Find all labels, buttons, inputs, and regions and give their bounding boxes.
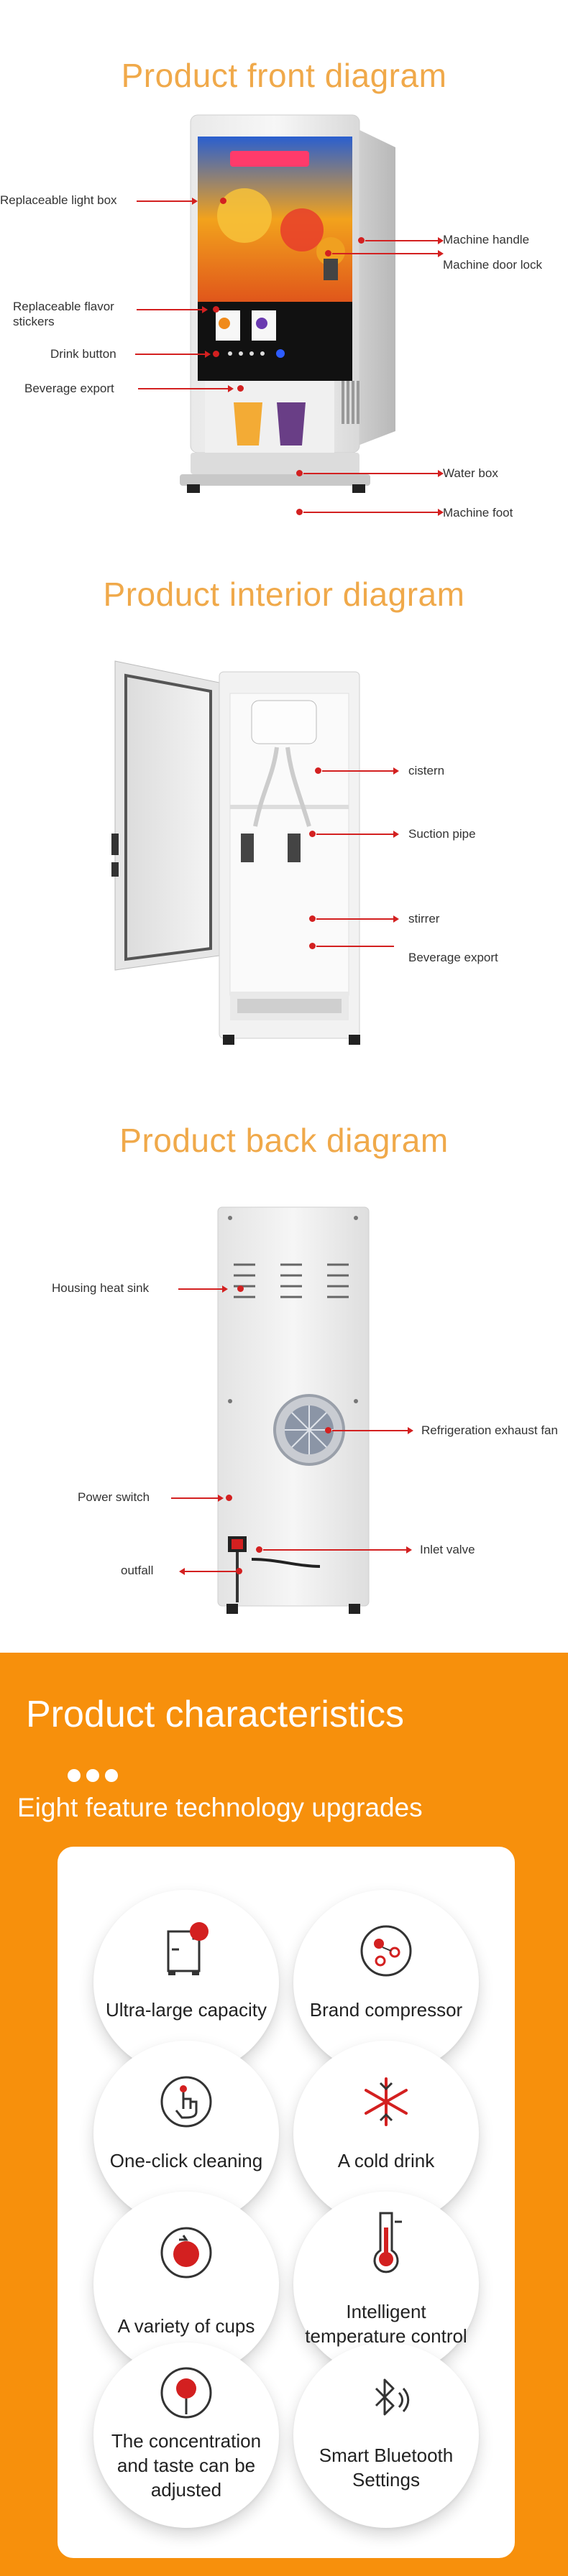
- dot-inlet-valve: [256, 1546, 262, 1553]
- front-diagram-section: Product front diagram Replaceable ligh: [0, 0, 568, 546]
- label-drink-button: Drink button: [50, 347, 116, 361]
- label-heat-sink: Housing heat sink: [52, 1281, 150, 1295]
- back-machine-illustration: [217, 1206, 370, 1614]
- back-diagram-title: Product back diagram: [119, 1122, 449, 1159]
- dot-cistern: [315, 767, 321, 774]
- dot-suction-pipe: [309, 831, 316, 837]
- feature-cold-drink: A cold drink: [293, 2041, 479, 2226]
- back-diagram-section: Product back diagram Housing heat sink R…: [0, 1092, 568, 1653]
- dot-door-lock: [325, 250, 331, 257]
- feature-smart-bluetooth: Smart Bluetooth Settings: [293, 2342, 479, 2528]
- arrow-flavor-stickers: [137, 306, 208, 313]
- arrow-power-switch: [171, 1495, 224, 1502]
- label-power-switch: Power switch: [78, 1490, 150, 1504]
- label-cistern: cistern: [408, 764, 445, 777]
- arrow-inlet-valve: [263, 1546, 412, 1554]
- bluetooth-icon: [375, 2378, 410, 2416]
- compressor-icon: [360, 1925, 412, 1977]
- feature-label: Smart Bluetooth Settings: [319, 2445, 454, 2490]
- features-card: Ultra-large capacity Brand compressor On…: [58, 1847, 515, 2558]
- characteristics-subtitle: Eight feature technology upgrades: [17, 1793, 423, 1822]
- feature-label: Intelligent temperature control: [305, 2301, 467, 2347]
- dot-drink-button: [213, 351, 219, 357]
- arrow-stirrer: [316, 915, 399, 923]
- feature-label: A variety of cups: [117, 2315, 255, 2337]
- arrow-machine-handle: [365, 237, 444, 244]
- characteristics-title: Product characteristics: [26, 1694, 404, 1735]
- label-stirrer: stirrer: [408, 912, 440, 925]
- arrow-exhaust-fan: [332, 1427, 413, 1434]
- dot-outfall: [236, 1568, 242, 1574]
- dial-icon: [160, 2367, 212, 2419]
- arrow-drink-button: [135, 351, 211, 358]
- dot-flavor-stickers: [213, 306, 219, 313]
- interior-diagram-section: Product interior diagram cistern Suction…: [0, 546, 568, 1092]
- cup-refresh-icon: [160, 2227, 212, 2279]
- dot-water-box: [296, 470, 303, 476]
- dot-beverage-export-interior: [309, 943, 316, 949]
- feature-label: One-click cleaning: [109, 2150, 263, 2171]
- feature-one-click-cleaning: One-click cleaning: [93, 2041, 279, 2226]
- arrow-beverage-export-interior: [316, 946, 394, 947]
- arrow-outfall: [179, 1568, 236, 1575]
- arrow-heat-sink: [178, 1285, 228, 1293]
- label-flavor-stickers: Replaceable flavor stickers: [13, 300, 114, 328]
- label-beverage-export-interior: Beverage export: [408, 951, 498, 964]
- snowflake-icon: [365, 2077, 408, 2126]
- feature-label: Ultra-large capacity: [106, 1999, 267, 2021]
- feature-label: Brand compressor: [309, 1999, 463, 2021]
- label-water-box: Water box: [443, 466, 498, 480]
- label-light-box: Replaceable light box: [0, 193, 117, 207]
- tank-icon: [167, 1922, 209, 1975]
- label-machine-handle: Machine handle: [443, 233, 530, 246]
- arrow-light-box: [137, 198, 198, 205]
- thermometer-icon: [373, 2212, 402, 2273]
- interior-diagram-title: Product interior diagram: [103, 576, 465, 613]
- label-suction-pipe: Suction pipe: [408, 827, 476, 841]
- feature-concentration-adjust: The concentration and taste can be adjus…: [93, 2342, 279, 2528]
- characteristics-section: Product characteristics Eight feature te…: [0, 1653, 568, 2576]
- label-exhaust-fan: Refrigeration exhaust fan: [421, 1423, 558, 1437]
- dot-beverage-export-front: [237, 385, 244, 392]
- label-outfall: outfall: [121, 1564, 154, 1577]
- dot-exhaust-fan: [325, 1427, 331, 1434]
- arrow-cistern: [322, 767, 399, 775]
- interior-machine-illustration: [111, 660, 360, 1045]
- decorative-dots: [68, 1769, 124, 1786]
- label-beverage-export-front: Beverage export: [24, 382, 114, 395]
- dot-machine-handle: [358, 237, 365, 244]
- feature-label: The concentration and taste can be adjus…: [111, 2430, 262, 2501]
- arrow-door-lock: [332, 250, 444, 257]
- arrow-suction-pipe: [316, 831, 399, 838]
- feature-label: A cold drink: [337, 2150, 435, 2171]
- arrow-water-box: [303, 470, 444, 477]
- dot-power-switch: [226, 1495, 232, 1501]
- label-inlet-valve: Inlet valve: [420, 1543, 475, 1556]
- arrow-machine-foot: [303, 509, 444, 516]
- front-diagram-title: Product front diagram: [121, 57, 447, 94]
- dot-machine-foot: [296, 509, 303, 515]
- front-machine-illustration: [180, 114, 395, 493]
- dot-heat-sink: [237, 1285, 244, 1292]
- arrow-beverage-export-front: [138, 385, 234, 392]
- touch-icon: [160, 2076, 212, 2128]
- dot-stirrer: [309, 915, 316, 922]
- dot-light-box: [220, 198, 226, 204]
- label-machine-foot: Machine foot: [443, 506, 513, 520]
- label-door-lock: Machine door lock: [443, 258, 542, 272]
